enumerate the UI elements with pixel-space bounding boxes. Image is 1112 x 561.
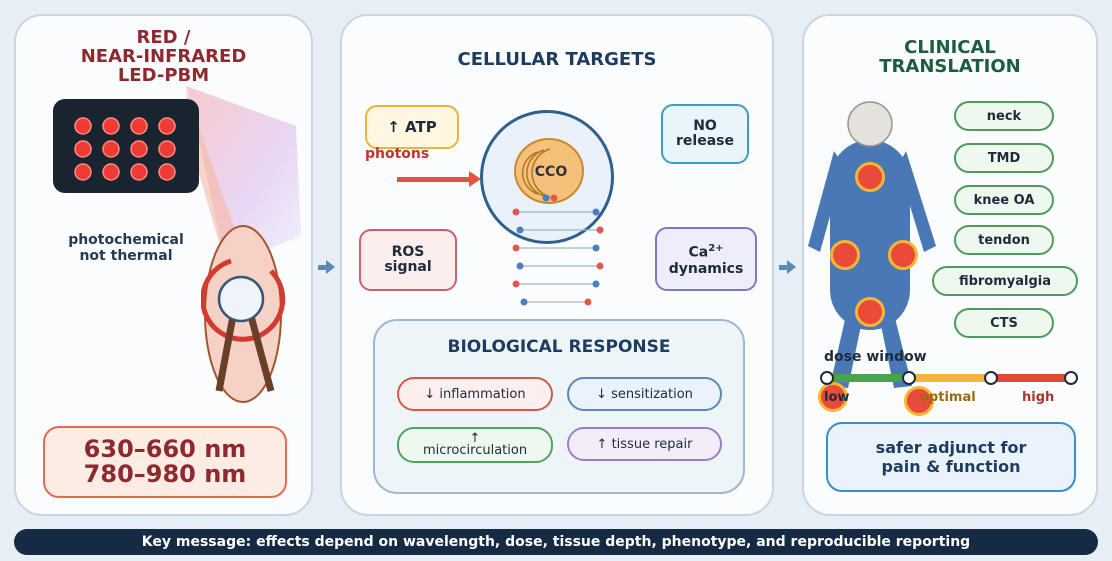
cellular-targets-panel: CELLULAR TARGETS CCO — [340, 14, 774, 516]
condition-neck: neck — [954, 101, 1054, 131]
wavelength-box: 630–660 nm 780–980 nm — [43, 426, 287, 498]
cellular-targets-title: CELLULAR TARGETS — [457, 49, 657, 70]
response-inflammation: ↓ inflammation — [397, 377, 553, 411]
wavelength-nir: 780–980 nm — [83, 460, 247, 488]
dose-level-low: low — [824, 390, 850, 405]
knee-target-icon — [855, 297, 885, 327]
left-joint-target-icon — [830, 240, 860, 270]
condition-knee-oa: knee OA — [954, 185, 1054, 215]
wavelength-red: 630–660 nm — [83, 435, 247, 463]
calcium-label: Ca — [688, 244, 709, 261]
calcium-charge: 2+ — [708, 243, 724, 255]
dynamics-label: dynamics — [668, 260, 744, 277]
ros-signal-tag: ROS signal — [359, 229, 457, 291]
biological-response-box: BIOLOGICAL RESPONSE ↓ inflammation ↓ sen… — [373, 319, 745, 494]
clinical-translation-title: CLINICAL TRANSLATION — [879, 37, 1021, 77]
dose-window-label: dose window — [824, 349, 927, 365]
cco-label: CCO — [534, 164, 568, 180]
arrow-right-icon — [318, 260, 335, 274]
led-pbm-panel: RED / NEAR-INFRARED LED-PBM photochemica… — [14, 14, 313, 516]
neck-target-icon — [855, 162, 885, 192]
right-foot-target-icon — [904, 386, 934, 416]
clinical-translation-panel: CLINICAL TRANSLATION neck TMD knee OA te… — [802, 14, 1098, 516]
joint-tissue-icon — [201, 225, 286, 403]
condition-cts: CTS — [954, 308, 1054, 338]
key-message-text: Key message: effects depend on wavelengt… — [141, 534, 971, 550]
mitochondrion-icon: CCO — [514, 138, 584, 204]
photon-arrowhead-icon — [469, 171, 481, 187]
condition-tendon: tendon — [954, 225, 1054, 255]
photon-arrow-icon — [397, 177, 473, 182]
right-joint-target-icon — [888, 240, 918, 270]
condition-tmd: TMD — [954, 143, 1054, 173]
key-message-bar: Key message: effects depend on wavelengt… — [14, 529, 1098, 555]
response-microcirculation: ↑ microcirculation — [397, 427, 553, 463]
body-figure-icon — [808, 101, 936, 388]
dose-window-bar — [820, 371, 1078, 385]
biological-response-title: BIOLOGICAL RESPONSE — [447, 337, 671, 357]
response-tissue-repair: ↑ tissue repair — [567, 427, 722, 461]
condition-fibromyalgia: fibromyalgia — [932, 266, 1078, 296]
arrow-right-icon — [779, 260, 796, 274]
left-foot-target-icon — [818, 382, 848, 412]
calcium-dynamics-tag: Ca2+ dynamics — [655, 227, 757, 291]
led-pbm-title: RED / NEAR-INFRARED LED-PBM — [80, 27, 247, 86]
dose-level-optimal: optimal — [920, 390, 976, 405]
led-array-icon — [53, 99, 199, 193]
photochemical-caption: photochemical not thermal — [68, 232, 184, 264]
summary-box: safer adjunct for pain & function — [826, 422, 1076, 492]
no-release-tag: NO release — [661, 104, 749, 164]
dose-level-high: high — [1022, 390, 1055, 405]
dna-icon — [512, 194, 604, 306]
light-beam — [186, 86, 301, 266]
photons-label: photons — [365, 146, 430, 162]
response-sensitization: ↓ sensitization — [567, 377, 722, 411]
atp-tag: ↑ ATP — [365, 105, 459, 149]
